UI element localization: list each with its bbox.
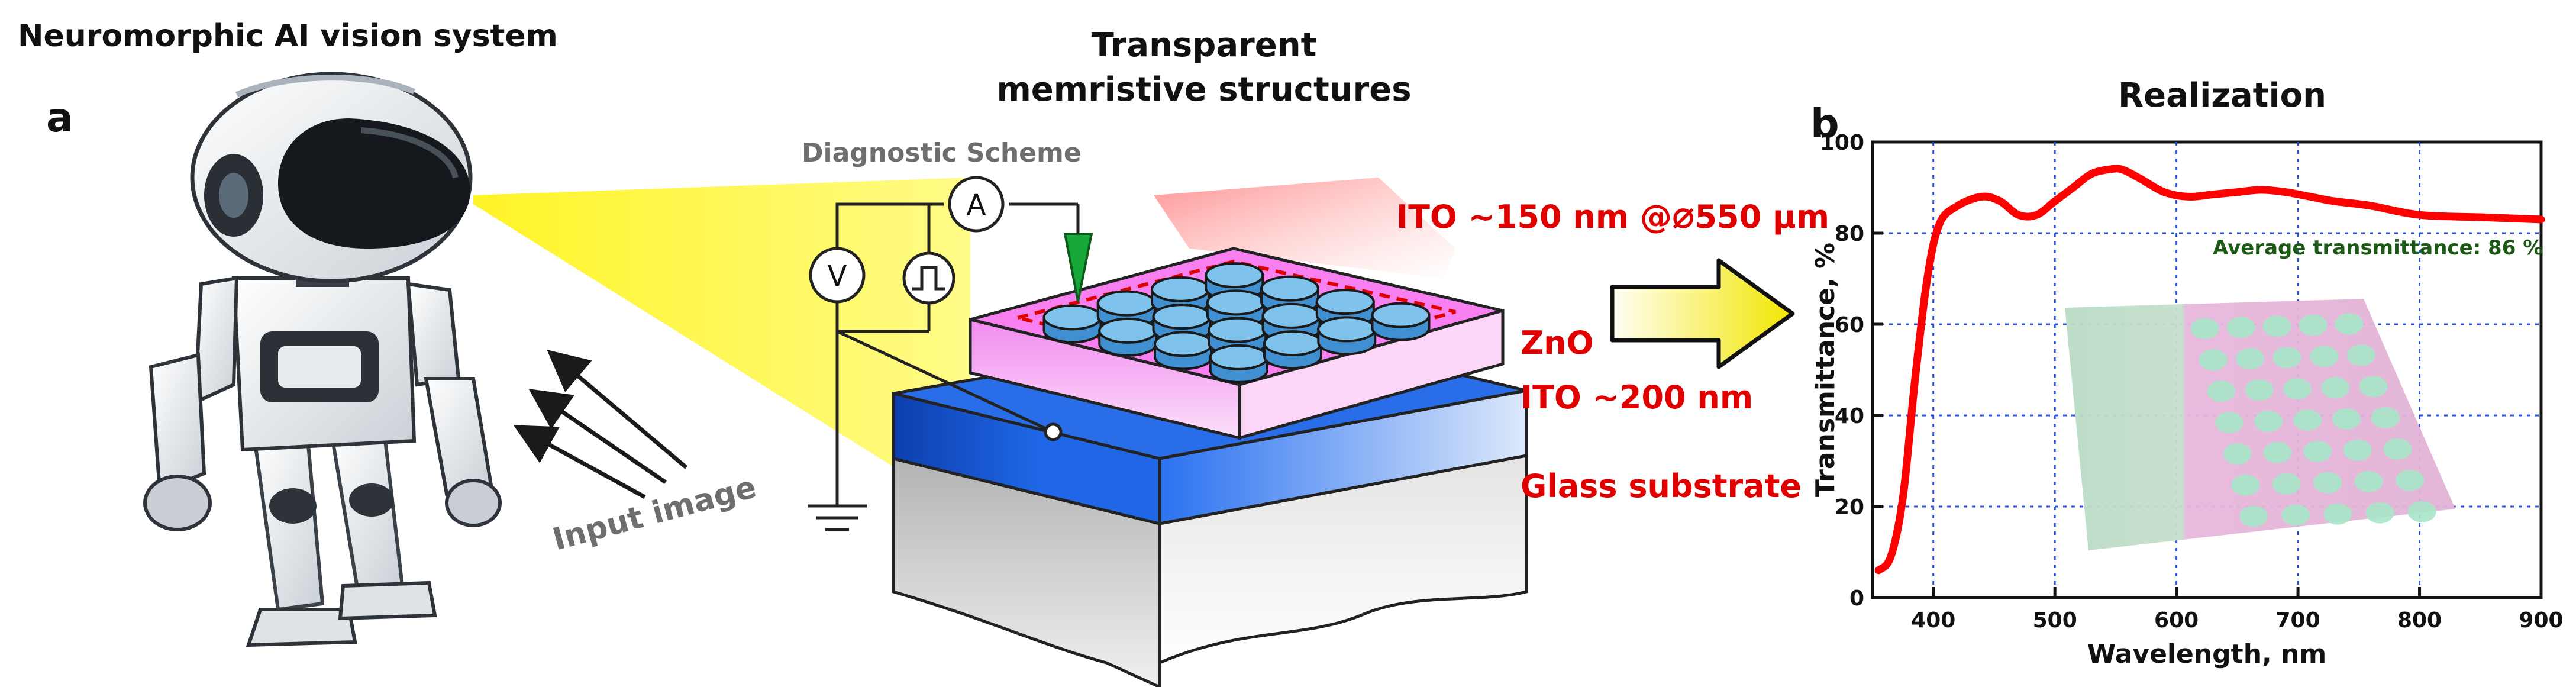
diagnostic-wiring xyxy=(808,202,1078,531)
y-tick-label: 40 xyxy=(1835,404,1864,428)
panel-a-title: Neuromorphic AI vision system xyxy=(18,18,558,54)
photo-dot-19 xyxy=(2371,407,2400,428)
x-tick-label: 900 xyxy=(2519,608,2563,633)
photo-dot-9 xyxy=(2346,344,2375,366)
panel-a-label: a xyxy=(46,95,73,141)
photo-dot-34 xyxy=(2407,501,2436,522)
panel-b-label: b xyxy=(1810,101,1839,147)
photo-dot-30 xyxy=(2239,505,2268,527)
photo-dot-25 xyxy=(2231,474,2260,496)
photo-dot-14 xyxy=(2359,376,2388,398)
electrode-12 xyxy=(1209,344,1268,383)
photo-dot-18 xyxy=(2332,408,2361,430)
photo-dot-26 xyxy=(2272,473,2301,495)
x-axis-label: Wavelength, nm xyxy=(2087,639,2327,669)
photo-dot-23 xyxy=(2343,439,2372,461)
photo-dot-31 xyxy=(2281,504,2310,526)
device-photo-inset xyxy=(2065,299,2455,550)
photo-dot-4 xyxy=(2335,313,2364,335)
voltmeter-label: V xyxy=(828,260,847,293)
y-tick-label: 20 xyxy=(1835,495,1864,520)
photo-dot-16 xyxy=(2254,411,2283,432)
photo-dot-21 xyxy=(2263,441,2292,463)
y-tick-label: 60 xyxy=(1835,313,1864,337)
x-tick-label: 700 xyxy=(2276,608,2320,633)
bottom-contact-point xyxy=(1044,422,1063,441)
photo-dot-8 xyxy=(2310,346,2339,367)
photo-dot-27 xyxy=(2313,472,2342,494)
photo-dot-0 xyxy=(2190,318,2219,340)
electrode-4 xyxy=(1098,317,1158,357)
y-tick-label: 80 xyxy=(1835,222,1864,246)
electrode-13 xyxy=(1263,330,1322,370)
photo-dot-29 xyxy=(2396,469,2425,491)
photo-dot-7 xyxy=(2272,347,2301,369)
x-tick-label: 800 xyxy=(2397,608,2442,633)
input-arrows xyxy=(513,349,688,499)
voltmeter-icon: V xyxy=(809,247,866,304)
photo-dot-1 xyxy=(2226,317,2255,338)
photo-dot-5 xyxy=(2199,349,2228,371)
y-tick-label: 0 xyxy=(1849,586,1864,611)
photo-dot-17 xyxy=(2293,409,2322,431)
input-image-label: Input image xyxy=(549,469,760,557)
photo-dot-12 xyxy=(2283,378,2312,400)
realization-arrow xyxy=(1610,258,1795,369)
diagnostic-scheme-title: Diagnostic Scheme xyxy=(802,138,1082,168)
x-tick-label: 500 xyxy=(2033,608,2077,633)
electrode-15 xyxy=(1371,302,1431,341)
photo-dot-20 xyxy=(2223,443,2252,465)
photo-dot-2 xyxy=(2262,315,2291,337)
electrode-14 xyxy=(1317,316,1377,356)
photo-dot-10 xyxy=(2207,380,2236,402)
photo-dot-6 xyxy=(2236,348,2265,370)
device-title-line2: memristive structures xyxy=(996,70,1411,109)
photo-dot-33 xyxy=(2365,502,2394,524)
photo-dot-11 xyxy=(2245,379,2274,401)
photo-dot-13 xyxy=(2321,377,2350,399)
y-axis-label: Transmittance, % xyxy=(1810,243,1841,497)
zno-label: ZnO xyxy=(1521,324,1594,362)
ammeter-label: A xyxy=(967,189,986,222)
x-tick-label: 600 xyxy=(2154,608,2199,633)
ammeter-icon: A xyxy=(948,176,1005,233)
glass-substrate-label: Glass substrate xyxy=(1521,467,1802,505)
photo-dot-32 xyxy=(2323,503,2352,525)
x-tick-label: 400 xyxy=(1911,608,1955,633)
electrode-0 xyxy=(1042,304,1102,344)
photo-dot-28 xyxy=(2354,470,2383,492)
transmittance-curve xyxy=(1874,165,2545,575)
robot-illustration xyxy=(143,72,502,647)
bottom-ito-label: ITO ~200 nm xyxy=(1521,379,1753,416)
device-title-line1: Transparent xyxy=(1092,26,1317,64)
y-tick-label: 100 xyxy=(1820,131,1864,155)
top-electrode-grid xyxy=(1042,262,1431,383)
photo-dot-22 xyxy=(2303,440,2332,462)
electrode-8 xyxy=(1154,331,1213,370)
photo-dot-3 xyxy=(2299,314,2328,336)
photo-dot-15 xyxy=(2215,412,2243,433)
chart-title: Realization xyxy=(2118,76,2326,115)
photo-dot-24 xyxy=(2383,438,2412,460)
top-ito-label: ITO ~150 nm @⌀550 µm xyxy=(1396,193,1829,237)
average-transmittance-annotation: Average transmittance: 86 % xyxy=(2213,236,2543,260)
pulse-source-icon xyxy=(902,251,955,305)
